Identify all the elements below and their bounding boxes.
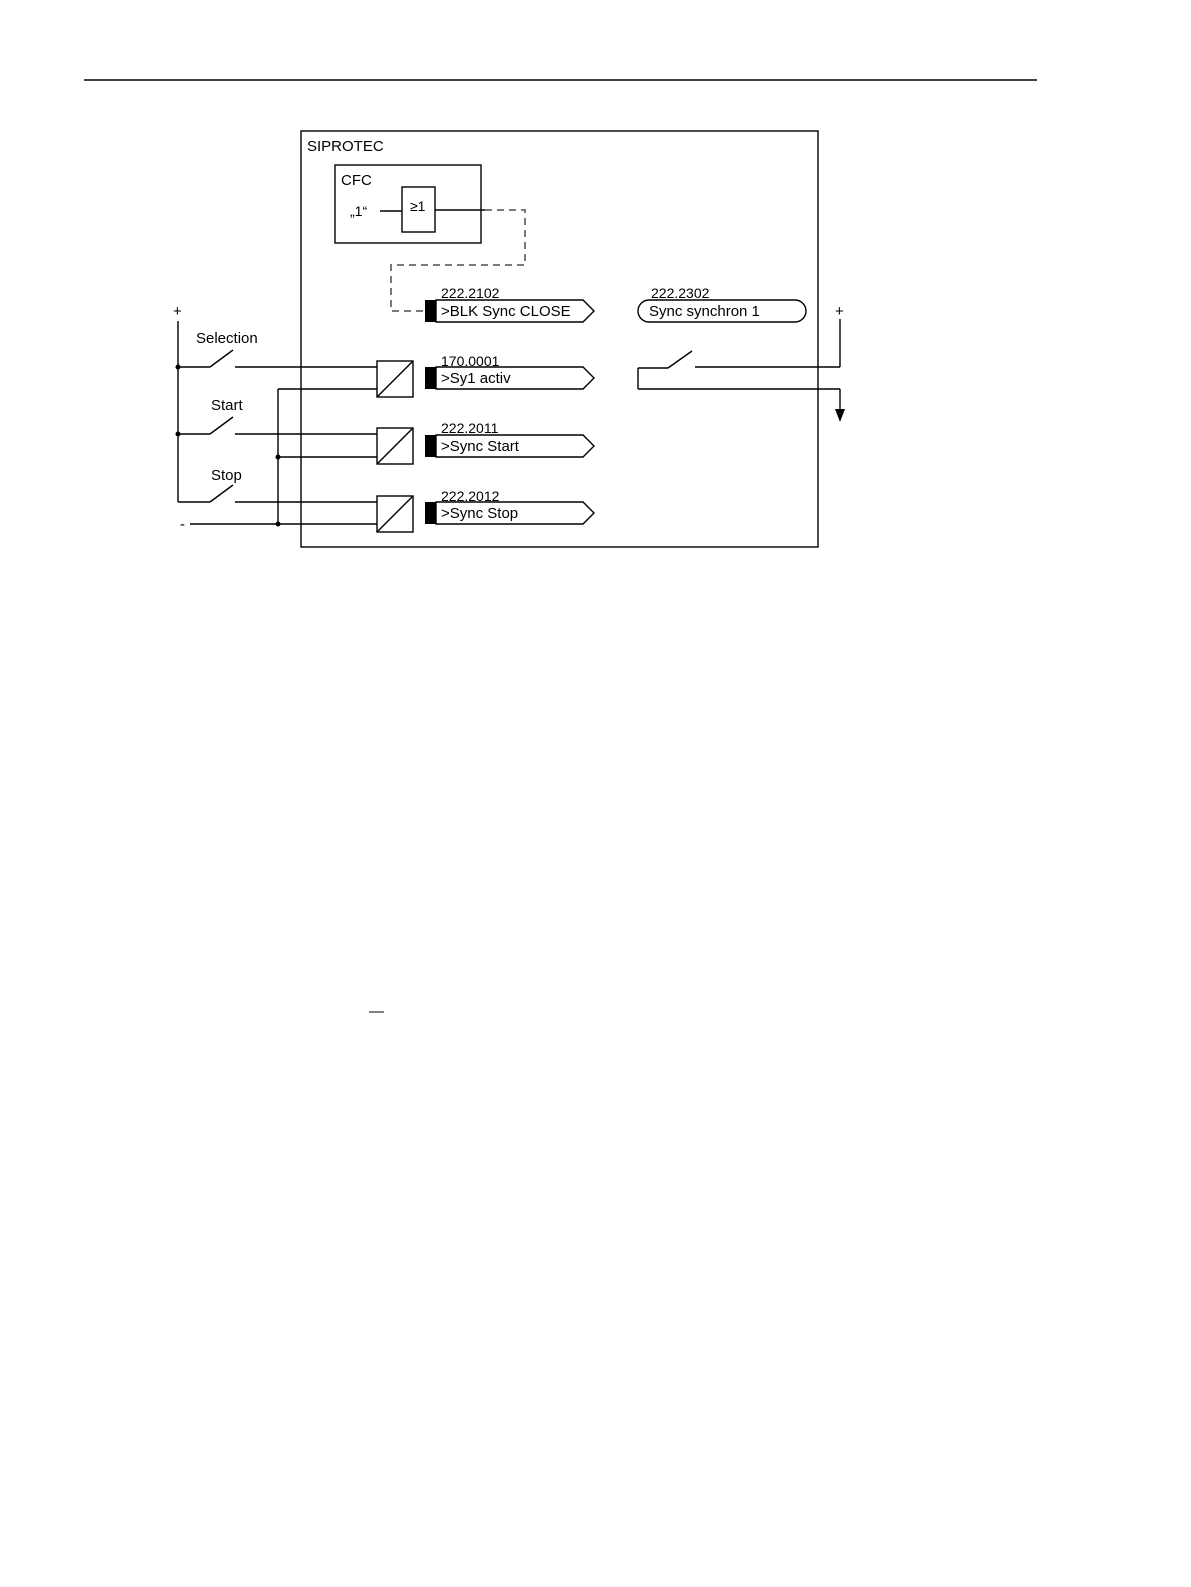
input-name-sync-stop: >Sync Stop bbox=[441, 505, 518, 522]
input-marker-sync-start bbox=[425, 435, 436, 457]
relay-contact-blade bbox=[668, 351, 692, 368]
cfc-label: CFC bbox=[341, 172, 372, 189]
start-switch-blade bbox=[210, 417, 233, 434]
selection-switch-blade bbox=[210, 350, 233, 367]
switch-label-start: Start bbox=[211, 397, 244, 414]
minus-junction-start bbox=[276, 455, 281, 460]
input-name-sync-start: >Sync Start bbox=[441, 438, 520, 455]
stop-switch-blade bbox=[210, 485, 233, 502]
left-plus-label: + bbox=[173, 303, 182, 320]
converter-3-diagonal bbox=[377, 496, 413, 532]
output-name-sync-synchron-1: Sync synchron 1 bbox=[649, 303, 760, 320]
switch-label-stop: Stop bbox=[211, 467, 242, 484]
or-gate-label: ≥1 bbox=[410, 198, 426, 214]
output-number-sync-synchron-1: 222.2302 bbox=[651, 285, 710, 301]
minus-junction-stop bbox=[276, 522, 281, 527]
left-minus-label: - bbox=[180, 516, 185, 533]
cfc-constant: „1“ bbox=[350, 203, 367, 219]
input-marker-sync-stop bbox=[425, 502, 436, 524]
footer-mark: — bbox=[369, 1003, 384, 1020]
converter-1-diagonal bbox=[377, 361, 413, 397]
input-marker-blk-sync-close bbox=[425, 300, 436, 322]
input-name-sy1-activ: >Sy1 activ bbox=[441, 370, 511, 387]
siprotec-label: SIPROTEC bbox=[307, 138, 384, 155]
input-marker-sy1-activ bbox=[425, 367, 436, 389]
right-plus-label: + bbox=[835, 303, 844, 320]
output-arrow-head bbox=[835, 409, 845, 422]
siprotec-frame bbox=[301, 131, 818, 547]
converter-2-diagonal bbox=[377, 428, 413, 464]
input-name-blk-sync-close: >BLK Sync CLOSE bbox=[441, 303, 571, 320]
switch-label-selection: Selection bbox=[196, 330, 258, 347]
input-number-blk-sync-close: 222.2102 bbox=[441, 285, 500, 301]
input-number-sync-start: 222.2011 bbox=[441, 420, 499, 436]
